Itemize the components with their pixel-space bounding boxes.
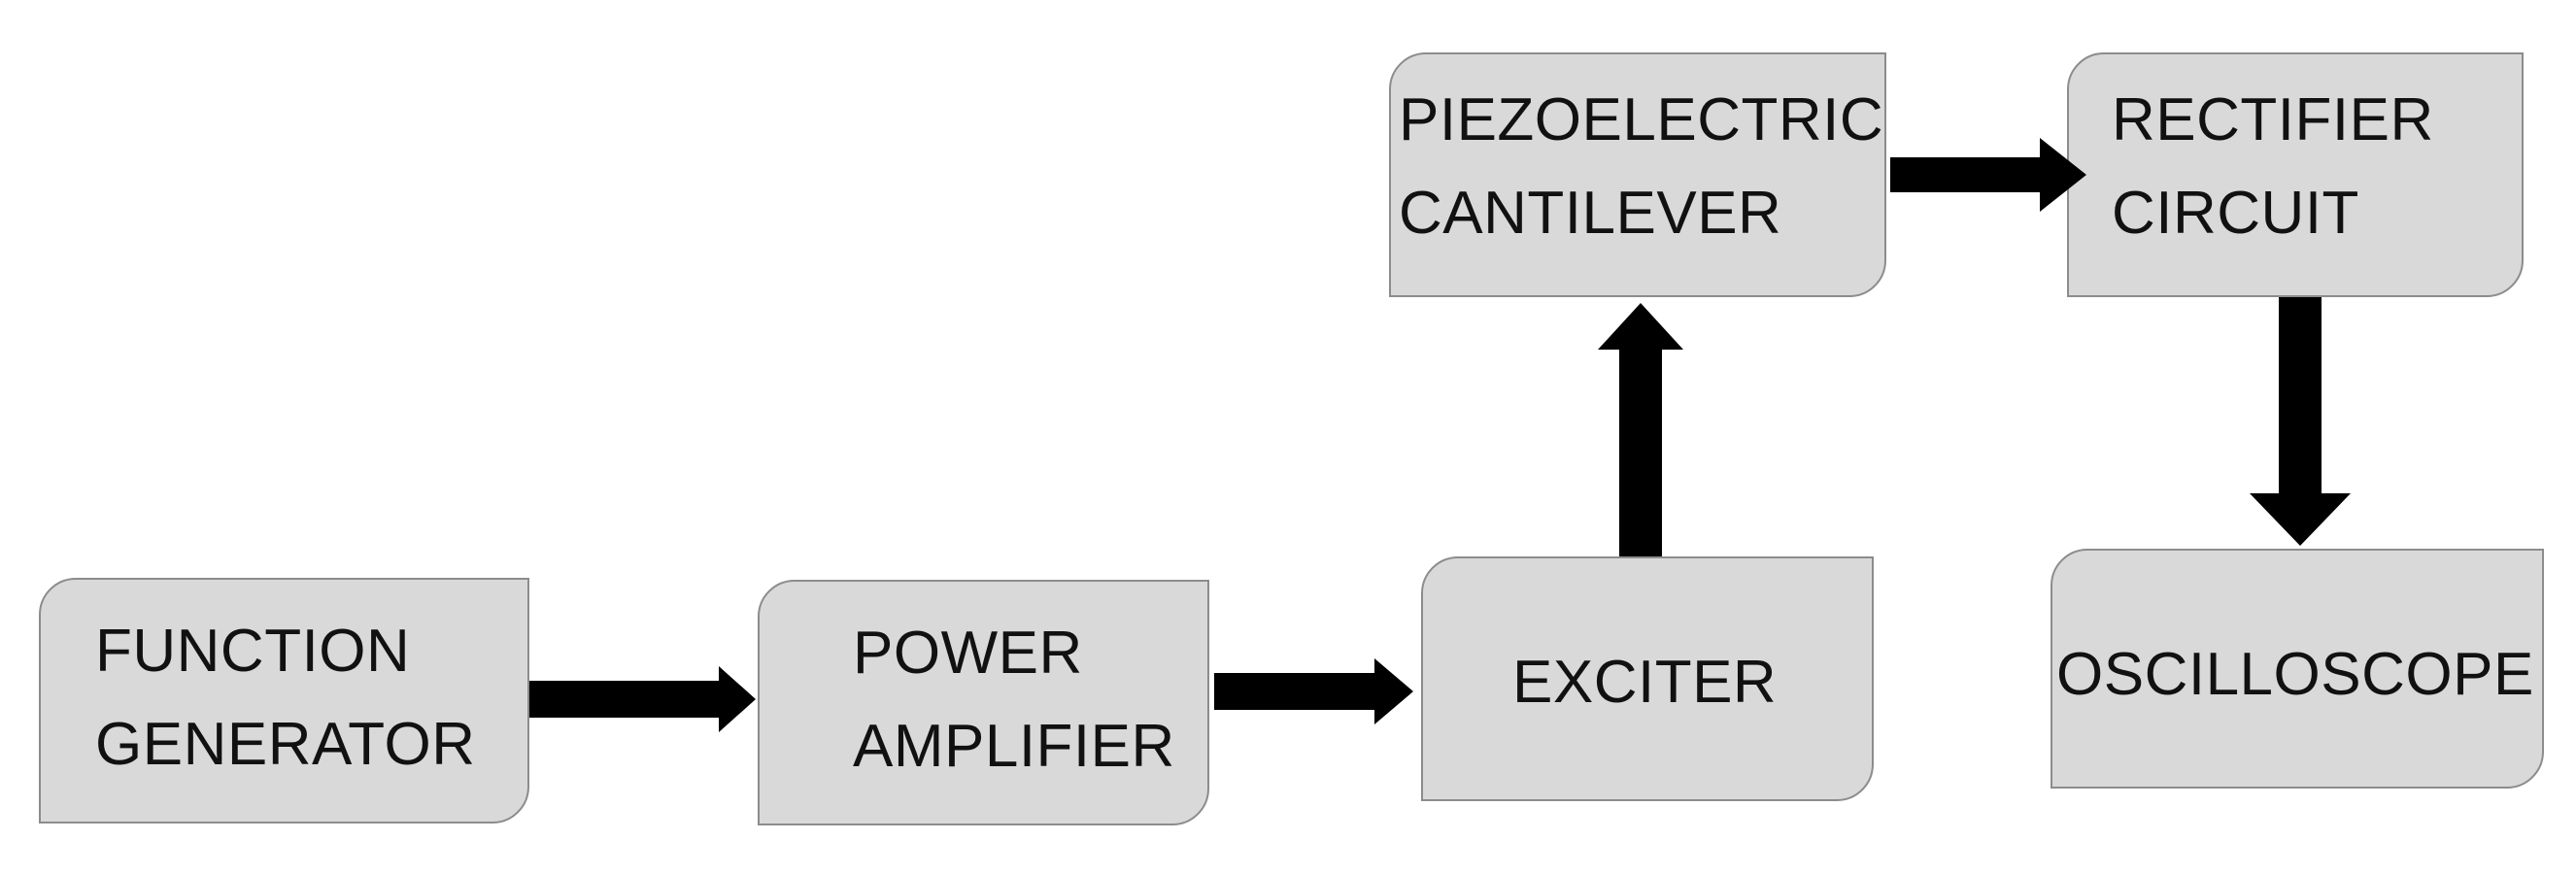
arrow-rectifier-to-oscilloscope [2250, 297, 2351, 546]
arrow-piezo-to-rectifier [1890, 138, 2086, 212]
arrow-function-to-power [529, 666, 756, 732]
rectifier-circuit-label-line-1: RECTIFIER [2112, 86, 2434, 153]
exciter-label: EXCITER [1512, 636, 1777, 729]
function-generator-label-line-1: FUNCTION [95, 618, 411, 685]
power-amplifier-label-line-2: AMPLIFIER [853, 713, 1175, 781]
oscilloscope-label-line-1: OSCILLOSCOPE [2056, 641, 2534, 708]
exciter-label-line-1: EXCITER [1512, 649, 1778, 716]
piezoelectric-cantilever-block: PIEZOELECTRIC CANTILEVER [1389, 52, 1886, 297]
rectifier-circuit-label: RECTIFIER CIRCUIT [2112, 74, 2434, 260]
power-amplifier-block: POWER AMPLIFIER [758, 580, 1209, 825]
power-amplifier-label: POWER AMPLIFIER [853, 607, 1175, 793]
rectifier-circuit-block: RECTIFIER CIRCUIT [2067, 52, 2524, 297]
piezoelectric-cantilever-label-line-1: PIEZOELECTRIC [1399, 86, 1884, 153]
rectifier-circuit-label-line-2: CIRCUIT [2112, 180, 2359, 248]
function-generator-block: FUNCTION GENERATOR [39, 578, 529, 824]
oscilloscope-block: OSCILLOSCOPE [2051, 549, 2544, 789]
piezoelectric-cantilever-label-line-2: CANTILEVER [1399, 180, 1782, 248]
function-generator-label-line-2: GENERATOR [95, 711, 476, 779]
oscilloscope-label: OSCILLOSCOPE [2056, 628, 2534, 722]
arrow-power-to-exciter [1214, 658, 1413, 724]
piezoelectric-cantilever-label: PIEZOELECTRIC CANTILEVER [1399, 74, 1883, 260]
exciter-block: EXCITER [1421, 556, 1874, 801]
arrow-exciter-to-piezo [1598, 303, 1683, 556]
power-amplifier-label-line-1: POWER [853, 620, 1083, 687]
function-generator-label: FUNCTION GENERATOR [95, 605, 476, 791]
